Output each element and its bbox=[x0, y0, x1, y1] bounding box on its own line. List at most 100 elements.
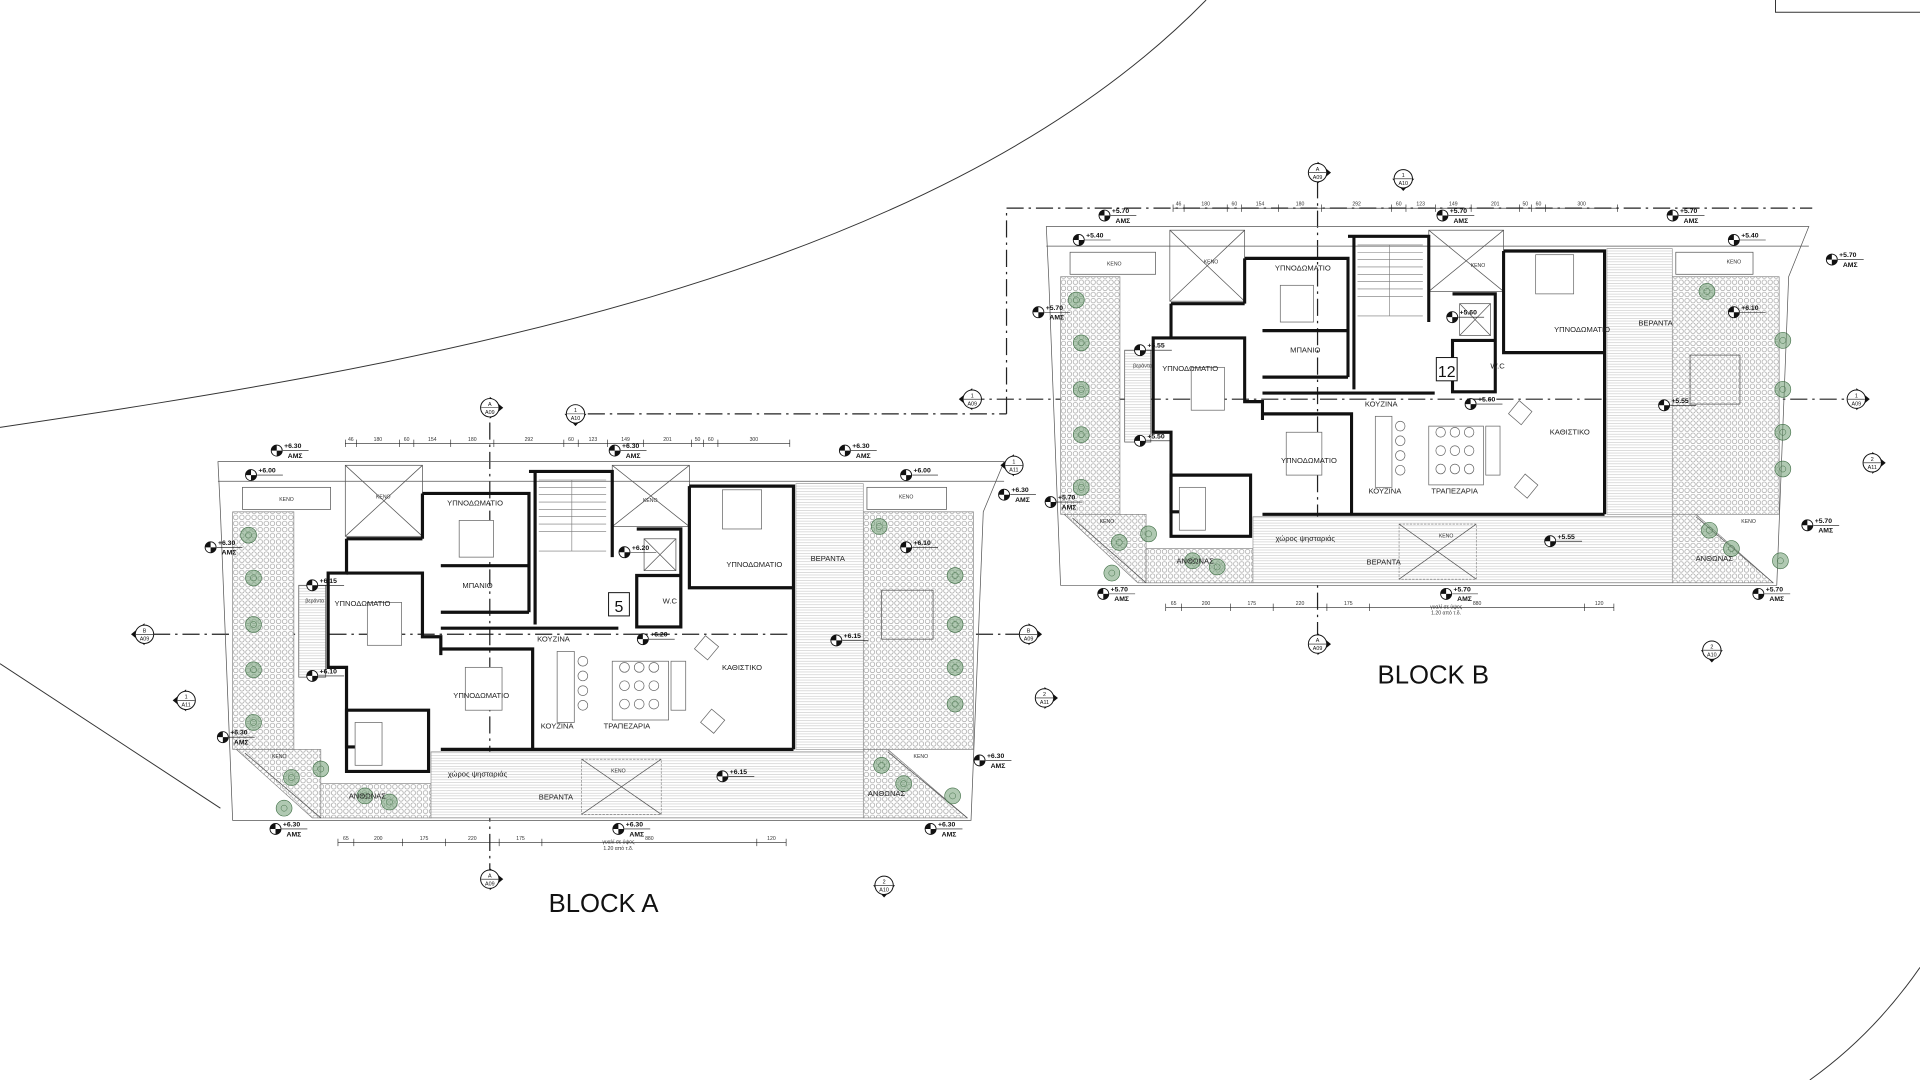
room-label-veranda: ΒΕΡΑΝΤΑ bbox=[1638, 319, 1673, 328]
tree-trunk bbox=[386, 798, 393, 806]
tree-icon bbox=[381, 793, 398, 811]
section-id: 2 bbox=[883, 879, 886, 885]
tree-canopy bbox=[1774, 423, 1792, 441]
elevation-symbol-fill bbox=[1440, 588, 1452, 600]
dimension-value: 46 bbox=[348, 437, 354, 443]
room-label-living: ΚΑΘΙΣΤΙΚΟ bbox=[1550, 428, 1590, 437]
tree-trunk bbox=[317, 765, 325, 773]
room-label-small-veranda: βεράντα bbox=[305, 597, 324, 604]
tree-trunk bbox=[245, 531, 252, 539]
elevation-symbol-fill bbox=[1446, 311, 1458, 323]
elevation-value: +5.60 bbox=[1460, 310, 1478, 317]
tree-trunk bbox=[1213, 563, 1221, 571]
tree-icon bbox=[1072, 426, 1090, 443]
room-label-void: ΚΕΝΟ bbox=[1727, 259, 1742, 265]
tree-trunk bbox=[288, 774, 295, 781]
elevation-value: +6.30 bbox=[852, 443, 870, 450]
elevation-datum: ΑΜΣ bbox=[1818, 528, 1833, 535]
dimension-value: 200 bbox=[374, 836, 383, 842]
elevation-symbol-fill bbox=[1728, 306, 1740, 318]
elevation-marker: +6.10 bbox=[900, 540, 938, 554]
tree-trunk bbox=[1706, 526, 1713, 534]
tree-icon bbox=[870, 518, 888, 535]
tree-trunk bbox=[951, 700, 959, 708]
elevation-marker: +5.55 bbox=[1134, 343, 1172, 357]
elevation-datum: ΑΜΣ bbox=[1684, 218, 1699, 225]
elevation-value: +6.20 bbox=[632, 545, 650, 552]
tree-trunk bbox=[1108, 569, 1116, 577]
site-boundary-curve bbox=[0, 0, 1207, 428]
elevation-marker: +5.40 bbox=[1072, 233, 1111, 246]
dimension-value: 880 bbox=[1473, 601, 1482, 607]
plan-annotations: ΥΠΝΟΔΩΜΑΤΙΟΥΠΝΟΔΩΜΑΤΙΟΥΠΝΟΔΩΜΑΤΙΟΥΠΝΟΔΩΜ… bbox=[131, 161, 1886, 918]
dimension-value: 292 bbox=[1352, 202, 1361, 208]
tree-icon bbox=[1140, 525, 1157, 543]
block-title-b: BLOCK B bbox=[1378, 661, 1489, 689]
tree-canopy bbox=[381, 793, 398, 811]
tree-trunk bbox=[361, 792, 369, 800]
dimension-value: 60 bbox=[708, 437, 714, 443]
tree-trunk bbox=[951, 572, 959, 579]
tree-canopy bbox=[245, 714, 262, 731]
room-label-void: ΚΕΝΟ bbox=[1100, 519, 1115, 525]
section-sheet: A10 bbox=[571, 416, 581, 422]
elevation-symbol-fill bbox=[618, 546, 630, 558]
tree-canopy bbox=[1072, 479, 1090, 496]
tree-canopy bbox=[245, 661, 262, 679]
elevation-datum: ΑΜΣ bbox=[1769, 596, 1784, 603]
elevation-symbol-fill bbox=[1752, 588, 1764, 600]
tree-trunk bbox=[1779, 465, 1787, 473]
tree-canopy bbox=[1184, 552, 1201, 570]
section-id: A bbox=[488, 402, 492, 408]
elevation-value: +6.30 bbox=[230, 730, 248, 737]
elevation-symbol-fill bbox=[637, 633, 649, 645]
room-label-bathroom: ΜΠΑΝΙΟ bbox=[462, 581, 492, 590]
tree-icon bbox=[1208, 558, 1226, 576]
tree-icon bbox=[873, 757, 890, 774]
elevation-datum: ΑΜΣ bbox=[234, 739, 249, 746]
tree-canopy bbox=[1110, 534, 1128, 551]
elevation-value: +6.30 bbox=[938, 822, 956, 829]
elevation-marker: +5.55 bbox=[1658, 398, 1696, 412]
section-sheet: A11 bbox=[1009, 467, 1018, 473]
room-label-bedroom: ΥΠΝΟΔΩΜΑΤΙΟ bbox=[1162, 364, 1218, 373]
room-label-flowerbed: ΑΝΘΩΝΑΣ bbox=[1176, 556, 1214, 565]
elevation-symbol-fill bbox=[217, 731, 229, 743]
elevation-marker: +5.55 bbox=[1544, 534, 1583, 548]
section-sheet: A10 bbox=[1707, 652, 1717, 658]
tree-canopy bbox=[1068, 291, 1085, 309]
tree-trunk bbox=[1115, 539, 1123, 546]
tree-canopy bbox=[1072, 426, 1090, 443]
elevation-symbol-fill bbox=[1073, 234, 1085, 246]
elevation-value: +6.15 bbox=[730, 769, 748, 776]
elevation-symbol-fill bbox=[609, 445, 621, 457]
elevation-value: +6.15 bbox=[844, 633, 862, 640]
elevation-datum: ΑΜΣ bbox=[288, 453, 303, 460]
section-sheet: A09 bbox=[1313, 175, 1323, 181]
section-id: A bbox=[488, 873, 492, 879]
tree-icon bbox=[1774, 381, 1792, 398]
elevation-value: +5.40 bbox=[1086, 233, 1104, 240]
elevation-symbol-fill bbox=[1097, 588, 1109, 600]
tree-trunk bbox=[250, 719, 257, 726]
elevation-value: +5.70 bbox=[1112, 208, 1130, 215]
elevation-value: +6.10 bbox=[320, 668, 338, 675]
tree-trunk bbox=[1189, 557, 1196, 565]
room-label-small-veranda: βεράντα bbox=[1133, 362, 1152, 369]
tree-icon bbox=[1723, 540, 1740, 557]
elevation-symbol-fill bbox=[1045, 496, 1057, 508]
